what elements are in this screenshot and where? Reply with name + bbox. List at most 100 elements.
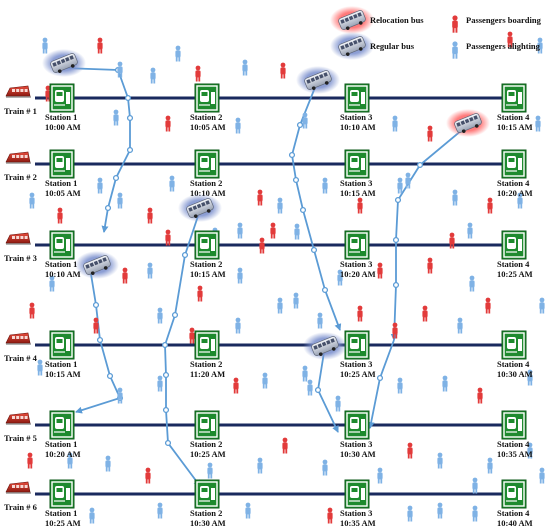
alighting-passenger-icon	[105, 455, 111, 472]
boarding-passenger-icon	[280, 62, 286, 79]
boarding-passenger-icon	[327, 507, 333, 524]
route-stop	[392, 236, 400, 244]
station: Station 410:15 AM	[497, 83, 533, 132]
route-stop	[416, 161, 424, 169]
station-name: Station 1	[45, 439, 77, 449]
station-time: 10:10 AM	[340, 122, 376, 132]
alighting-passenger-icon	[377, 467, 383, 484]
station-name: Station 1	[45, 112, 77, 122]
alighting-passenger-icon	[257, 457, 263, 474]
station: Station 210:30 AM	[190, 479, 226, 528]
alighting-passenger-icon	[237, 222, 243, 239]
station-icon	[501, 410, 527, 440]
alighting-passenger-icon	[245, 502, 251, 519]
route-stop	[292, 176, 300, 184]
station: Station 310:30 AM	[340, 410, 376, 459]
station-icon	[194, 149, 220, 179]
station-time: 10:25 AM	[45, 518, 81, 528]
station-time: 10:15 AM	[190, 269, 226, 279]
alighting-passenger-icon	[407, 505, 413, 522]
station-icon	[49, 479, 75, 509]
station-name: Station 3	[340, 178, 372, 188]
station-name: Station 1	[45, 359, 77, 369]
route-stop	[162, 406, 170, 414]
alighting-passenger-icon	[49, 275, 55, 292]
boarding-passenger-icon	[507, 31, 513, 48]
route-stop	[376, 374, 384, 382]
alighting-passenger-icon	[97, 177, 103, 194]
train-label: Train # 6	[4, 502, 37, 512]
boarding-passenger-icon	[427, 125, 433, 142]
relocation-bus-icon	[330, 6, 374, 34]
boarding-passenger-icon	[197, 285, 203, 302]
route-stop	[164, 439, 172, 447]
station: Station 211:20 AM	[190, 330, 225, 379]
station: Station 110:10 AM	[45, 230, 81, 279]
alighting-passenger-icon	[392, 115, 398, 132]
station: Station 410:40 AM	[497, 479, 533, 528]
station-name: Station 4	[497, 259, 530, 269]
route-stop	[288, 151, 296, 159]
station-icon	[194, 479, 220, 509]
station-icon	[194, 330, 220, 360]
alighting-passenger-icon	[452, 189, 458, 206]
boarding-passenger-icon	[427, 257, 433, 274]
alighting-passenger-icon	[293, 292, 299, 309]
train-label: Train # 1	[4, 106, 37, 116]
station-name: Station 3	[340, 259, 372, 269]
boarding-passenger-icon	[189, 327, 195, 344]
boarding-passenger-icon	[195, 65, 201, 82]
regular-bus-icon	[330, 32, 374, 60]
alighting-passenger-icon	[169, 175, 175, 192]
alighting-passenger-icon	[517, 192, 523, 209]
alighting-passenger-icon	[67, 452, 73, 469]
station-icon	[344, 230, 370, 260]
boarding-passenger-icon	[259, 237, 265, 254]
legend-regular-bus-label: Regular bus	[370, 41, 415, 51]
boarding-passenger-icon	[57, 207, 63, 224]
station: Station 310:35 AM	[340, 479, 376, 528]
alighting-passenger-icon	[457, 317, 463, 334]
boarding-passenger-icon	[452, 15, 458, 33]
alighting-passenger-icon	[302, 112, 308, 129]
station-time: 10:35 AM	[340, 518, 376, 528]
station-time: 11:20 AM	[190, 369, 225, 379]
alighting-passenger-icon	[277, 297, 283, 314]
station-time: 10:20 AM	[497, 188, 533, 198]
regular-bus-icon	[330, 32, 374, 60]
station-time: 10:30 AM	[190, 518, 226, 528]
station: Station 210:25 AM	[190, 410, 226, 459]
bus-route	[367, 339, 395, 429]
regular-bus-icon	[178, 194, 222, 222]
station-name: Station 4	[497, 178, 530, 188]
station-name: Station 1	[45, 178, 77, 188]
route-stop	[96, 336, 104, 344]
station: Station 310:25 AM	[340, 330, 376, 379]
station: Station 310:15 AM	[340, 149, 376, 198]
station-icon	[344, 479, 370, 509]
train-label: Train # 3	[4, 253, 37, 263]
boarding-passenger-icon	[122, 267, 128, 284]
train-icon	[5, 151, 31, 164]
tracks-layer	[35, 96, 514, 496]
station-icon	[344, 330, 370, 360]
station-time: 10:30 AM	[340, 449, 376, 459]
alighting-passenger-icon	[237, 267, 243, 284]
alighting-passenger-icon	[437, 502, 443, 519]
regular-bus-icon	[42, 49, 86, 77]
station-name: Station 3	[340, 439, 372, 449]
alighting-passenger-icon	[113, 109, 119, 126]
boarding-passenger-icon	[282, 437, 288, 454]
station-name: Station 3	[340, 112, 372, 122]
station-icon	[501, 230, 527, 260]
alighting-passenger-icon	[235, 317, 241, 334]
relocation-bus-icon	[446, 109, 490, 137]
alighting-passenger-icon	[29, 192, 35, 209]
alighting-passenger-icon	[397, 177, 403, 194]
legend-regular-bus	[330, 32, 374, 60]
bus-route	[63, 67, 131, 233]
alighting-passenger-icon	[472, 505, 478, 522]
boarding-passenger-icon	[407, 442, 413, 459]
